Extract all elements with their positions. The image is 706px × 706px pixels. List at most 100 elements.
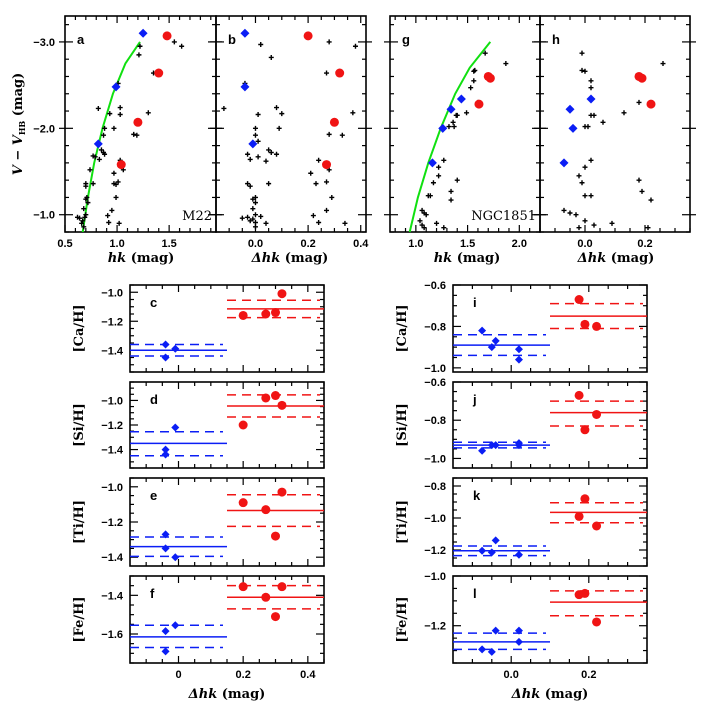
y-tick-label: −1.4 xyxy=(101,345,124,357)
star-marker xyxy=(600,119,606,125)
blue-diamond-marker xyxy=(478,446,487,455)
star-marker xyxy=(464,110,470,116)
y-tick-label: −0.6 xyxy=(424,377,446,389)
star-marker xyxy=(83,212,89,218)
y-axis-label: [Ti/H] xyxy=(72,500,87,544)
star-marker xyxy=(434,220,440,226)
x-tick-label: 0.2 xyxy=(300,238,315,250)
y-axis-label: [Fe/H] xyxy=(395,596,410,642)
y-tick-label: −1.0 xyxy=(101,482,123,494)
star-marker xyxy=(468,85,474,91)
star-marker xyxy=(81,224,87,230)
star-marker xyxy=(252,125,258,131)
star-marker xyxy=(417,218,423,224)
blue-diamond-marker xyxy=(514,637,523,646)
x-tick-label: 0.4 xyxy=(300,669,316,681)
panel-letter: g xyxy=(402,32,410,47)
star-marker xyxy=(268,150,274,156)
star-marker xyxy=(573,212,579,218)
star-marker xyxy=(454,177,460,183)
red-circle-marker xyxy=(271,612,280,622)
red-circle-marker xyxy=(277,400,287,410)
blue-diamond-marker xyxy=(240,82,250,92)
plot-frame xyxy=(215,15,367,233)
star-marker xyxy=(83,183,89,189)
star-marker xyxy=(221,105,227,111)
star-marker xyxy=(85,200,91,206)
blue-diamond-marker xyxy=(171,344,180,353)
star-marker xyxy=(310,213,316,219)
star-marker xyxy=(74,214,80,220)
panel-letter: h xyxy=(552,32,560,47)
star-marker xyxy=(561,207,567,213)
blue-diamond-marker xyxy=(491,441,500,450)
star-marker xyxy=(102,125,108,131)
star-marker xyxy=(316,157,322,163)
plot-frame xyxy=(129,477,325,567)
star-marker xyxy=(430,180,436,186)
panel-letter: l xyxy=(473,586,477,601)
blue-diamond-marker xyxy=(514,441,523,450)
star-marker xyxy=(263,220,269,226)
data-points xyxy=(221,28,358,230)
star-marker xyxy=(450,119,456,125)
plot-frame xyxy=(389,15,541,233)
star-marker xyxy=(421,225,427,231)
blue-diamond-marker xyxy=(478,645,487,654)
plot-frame xyxy=(539,15,691,233)
star-marker xyxy=(131,131,137,137)
star-marker xyxy=(419,207,425,213)
red-circle-marker xyxy=(574,295,584,304)
star-marker xyxy=(565,238,570,243)
x-tick-label: 0.5 xyxy=(57,238,72,250)
x-tick-label: 0.4 xyxy=(353,238,369,250)
y-tick-label: −0.8 xyxy=(424,415,446,427)
red-circle-marker xyxy=(574,511,584,521)
y-tick-label: −0.6 xyxy=(424,280,446,292)
star-marker xyxy=(648,197,654,203)
star-marker xyxy=(436,164,442,170)
data-points xyxy=(74,28,185,230)
fit-curve xyxy=(81,41,141,233)
x-axis-label: Δhk (mag) xyxy=(251,251,329,266)
star-marker xyxy=(117,111,123,117)
blue-diamond-marker xyxy=(161,340,170,349)
star-marker xyxy=(95,105,101,111)
star-marker xyxy=(105,213,111,219)
blue-diamond-marker xyxy=(491,626,500,635)
x-tick-label: 1.5 xyxy=(161,238,176,250)
blue-diamond-marker xyxy=(568,123,578,133)
star-marker xyxy=(82,214,88,220)
star-marker xyxy=(571,232,576,237)
panel-letter: k xyxy=(473,488,481,503)
y-tick-label: −1.0 xyxy=(424,571,446,583)
star-marker xyxy=(245,181,251,187)
star-marker xyxy=(274,151,280,157)
y-tick-label: −1.2 xyxy=(101,517,123,529)
blue-diamond-marker xyxy=(514,355,523,364)
star-marker xyxy=(582,218,588,224)
star-marker xyxy=(576,173,582,179)
red-circle-marker xyxy=(261,592,271,602)
blue-diamond-marker xyxy=(248,139,258,149)
star-marker xyxy=(102,151,108,157)
star-marker xyxy=(137,43,143,49)
star-marker xyxy=(111,125,117,131)
star-marker xyxy=(451,124,457,130)
star-marker xyxy=(588,78,594,84)
star-marker xyxy=(115,179,121,185)
star-marker xyxy=(239,215,245,221)
star-marker xyxy=(79,220,85,226)
star-marker xyxy=(245,214,251,220)
star-marker xyxy=(423,212,429,218)
star-marker xyxy=(263,158,269,164)
red-circle-marker xyxy=(580,319,590,329)
blue-diamond-marker xyxy=(161,647,170,656)
panel-letter: f xyxy=(150,586,155,601)
y-axis-label: [Ca/H] xyxy=(395,304,410,352)
star-marker xyxy=(636,177,642,183)
star-marker xyxy=(279,111,285,117)
x-tick-label: 1.0 xyxy=(408,238,423,250)
